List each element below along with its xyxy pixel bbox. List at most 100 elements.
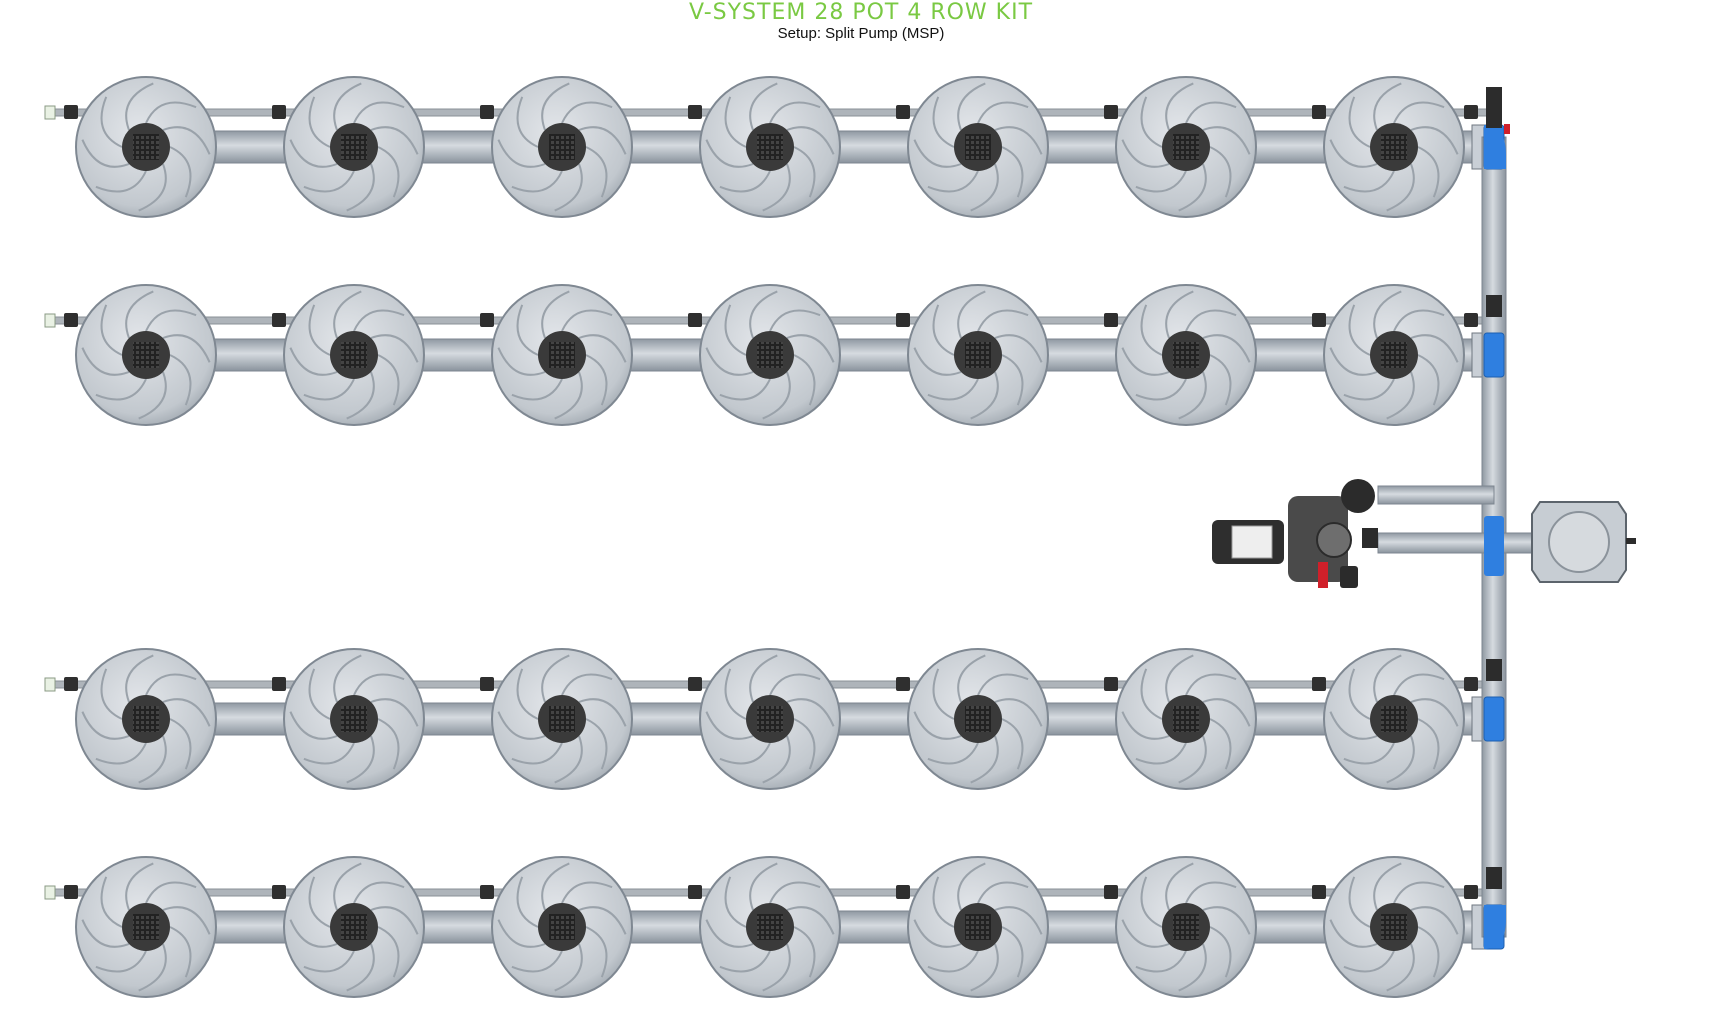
pot-vane (169, 926, 192, 978)
feed-fitting (480, 885, 494, 899)
pot-vane (769, 309, 821, 332)
pot-vane (1348, 876, 1371, 928)
pot-vane (554, 163, 583, 212)
pot-vane (145, 881, 197, 904)
pot-vane (1343, 742, 1395, 765)
pot-icon (699, 856, 841, 998)
pot-vane (977, 101, 1029, 124)
pot-vane (145, 673, 197, 696)
pot-vane (585, 146, 608, 198)
pot-vane (762, 943, 791, 992)
pot-icon (1323, 648, 1465, 790)
pot-grid (1173, 914, 1199, 940)
pot-grid (757, 134, 783, 160)
pot-vane (913, 347, 962, 376)
pot-icon (907, 284, 1049, 426)
pot-vane (927, 950, 979, 973)
pot-grid (341, 706, 367, 732)
pot-vane (793, 354, 816, 406)
feed-fitting (272, 313, 286, 327)
pot-icon (907, 856, 1049, 998)
pot-vane (1178, 371, 1207, 420)
pot-vane (511, 378, 563, 401)
page-title: V-SYSTEM 28 POT 4 ROW KIT (688, 0, 1034, 25)
pot-grid (1381, 134, 1407, 160)
pot-vane (793, 926, 816, 978)
pot-icon (491, 76, 633, 218)
pot-vane (541, 82, 570, 131)
pot-vane (1178, 735, 1207, 784)
pot-vane (162, 126, 211, 155)
bleed-valve-icon (1504, 124, 1510, 134)
pot-vane (377, 718, 400, 770)
pot-icon (1323, 284, 1465, 426)
pot-vane (1121, 139, 1170, 168)
pot-vane (162, 698, 211, 727)
pot-vane (769, 101, 821, 124)
pot-vane (977, 881, 1029, 904)
pot-vane (749, 290, 778, 339)
pot-icon (491, 284, 633, 426)
pot-vane (1185, 101, 1237, 124)
feed-fitting (1104, 677, 1118, 691)
pot-vane (353, 881, 405, 904)
pot-grid (1173, 134, 1199, 160)
pot-icon (491, 648, 633, 790)
pot-vane (994, 334, 1043, 363)
feed-fitting (688, 313, 702, 327)
pot-grid (965, 134, 991, 160)
pot-grid (549, 914, 575, 940)
pot-vane (769, 881, 821, 904)
pot-vane (578, 906, 627, 935)
pot-vane (977, 309, 1029, 332)
feed-fitting (272, 885, 286, 899)
pot-vane (1185, 309, 1237, 332)
pot-vane (100, 96, 123, 148)
pot-vane (977, 673, 1029, 696)
feed-fitting (1312, 677, 1326, 691)
pot-vane (1410, 906, 1459, 935)
pot-vane (169, 146, 192, 198)
pot-icon (907, 648, 1049, 790)
pot-grid (1381, 342, 1407, 368)
pot-vane (913, 139, 962, 168)
manifold-tee (1483, 696, 1505, 742)
pot-vane (289, 347, 338, 376)
feed-fitting (64, 313, 78, 327)
pot-vane (1202, 906, 1251, 935)
manifold-layer (1377, 87, 1636, 950)
pot-vane (554, 943, 583, 992)
pot-grid (341, 342, 367, 368)
pot-vane (1329, 711, 1378, 740)
spine-valve (1486, 295, 1502, 317)
pot-vane (162, 334, 211, 363)
pot-icon (75, 648, 217, 790)
pot-icon (1115, 284, 1257, 426)
pot-vane (1329, 139, 1378, 168)
pot-grid (133, 134, 159, 160)
pot-vane (957, 82, 986, 131)
pot-vane (932, 668, 955, 720)
pot-icon (491, 856, 633, 998)
feed-fitting (688, 677, 702, 691)
brain-reservoir (1531, 501, 1636, 583)
feed-fitting (480, 677, 494, 691)
pot-vane (793, 146, 816, 198)
pot-vane (1121, 711, 1170, 740)
pot-vane (145, 101, 197, 124)
pot-vane (724, 96, 747, 148)
pot-icon (283, 76, 425, 218)
pot-vane (346, 371, 375, 420)
pots-layer (75, 76, 1465, 998)
pot-vane (1165, 654, 1194, 703)
pump-gauge-icon (1341, 479, 1375, 513)
pot-vane (1209, 146, 1232, 198)
pot-vane (1209, 926, 1232, 978)
pot-vane (1178, 943, 1207, 992)
pot-vane (541, 862, 570, 911)
pot-vane (786, 906, 835, 935)
pot-vane (1373, 290, 1402, 339)
pump-label (1231, 525, 1273, 559)
pot-vane (1348, 668, 1371, 720)
pot-vane (1343, 378, 1395, 401)
